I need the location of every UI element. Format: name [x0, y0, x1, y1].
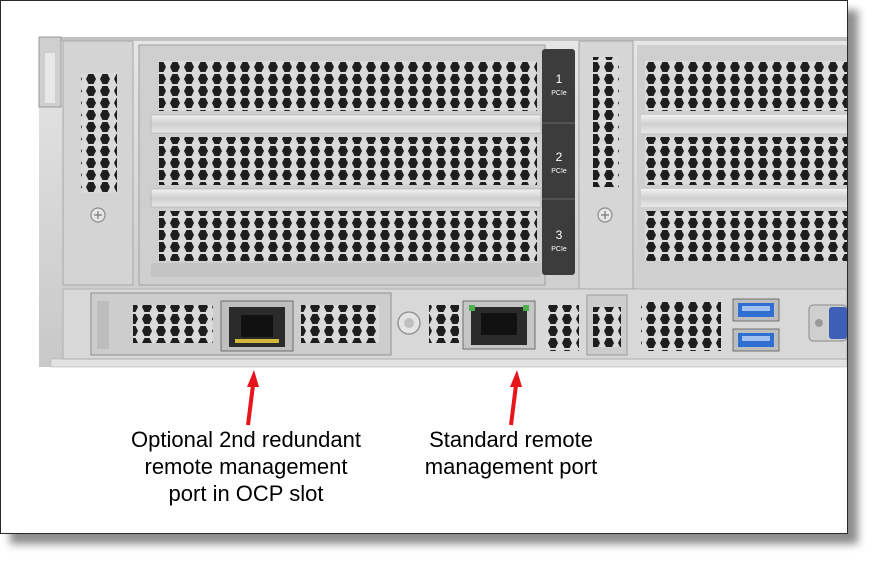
red-arrow-icon	[509, 370, 522, 426]
standard-callout-line-2: management port	[424, 454, 598, 479]
rj45-port-icon[interactable]	[462, 300, 536, 350]
vga-port-icon[interactable]	[808, 304, 847, 342]
standard-callout-line-1: Standard remote	[429, 427, 593, 452]
ocp-callout-line-1: Optional 2nd redundant	[131, 427, 361, 452]
ocp-port-callout: Optional 2nd redundant remote management…	[81, 426, 411, 507]
pcie-slot-3-vent	[159, 211, 537, 261]
standard-port-callout: Standard remote management port	[381, 426, 641, 480]
ocp-callout-line-2: remote management	[144, 454, 348, 479]
pcie-slot-1-number: 1	[556, 72, 563, 86]
pcie-slot-2-number: 2	[556, 150, 563, 164]
middle-riser-bracket	[578, 40, 634, 290]
rj45-port-icon[interactable]	[220, 300, 294, 352]
red-arrow-icon	[246, 370, 259, 426]
usb-port-icon[interactable]	[732, 328, 780, 352]
ocp-callout-line-3: port in OCP slot	[168, 481, 324, 506]
pcie-slot-1-label: PCIe	[551, 90, 567, 97]
usb-port-icon[interactable]	[732, 298, 780, 322]
io-strip	[62, 288, 847, 360]
pcie-slot-labels: 1 PCIe 2 PCIe 3 PCIe	[542, 49, 575, 275]
right-pcie-cage	[637, 45, 847, 285]
pcie-slot-1-vent	[159, 61, 537, 111]
pcie-slot-2-vent	[159, 137, 537, 185]
pcie-slot-3-number: 3	[556, 228, 563, 242]
pcie-cage	[138, 44, 546, 286]
figure-frame: 1 PCIe 2 PCIe 3 PCIe	[0, 0, 848, 534]
pcie-slot-3-label: PCIe	[551, 246, 567, 253]
pcie-slot-2-label: PCIe	[551, 168, 567, 175]
left-riser-bracket	[62, 40, 134, 286]
server-rear-illustration: 1 PCIe 2 PCIe 3 PCIe	[38, 36, 847, 426]
